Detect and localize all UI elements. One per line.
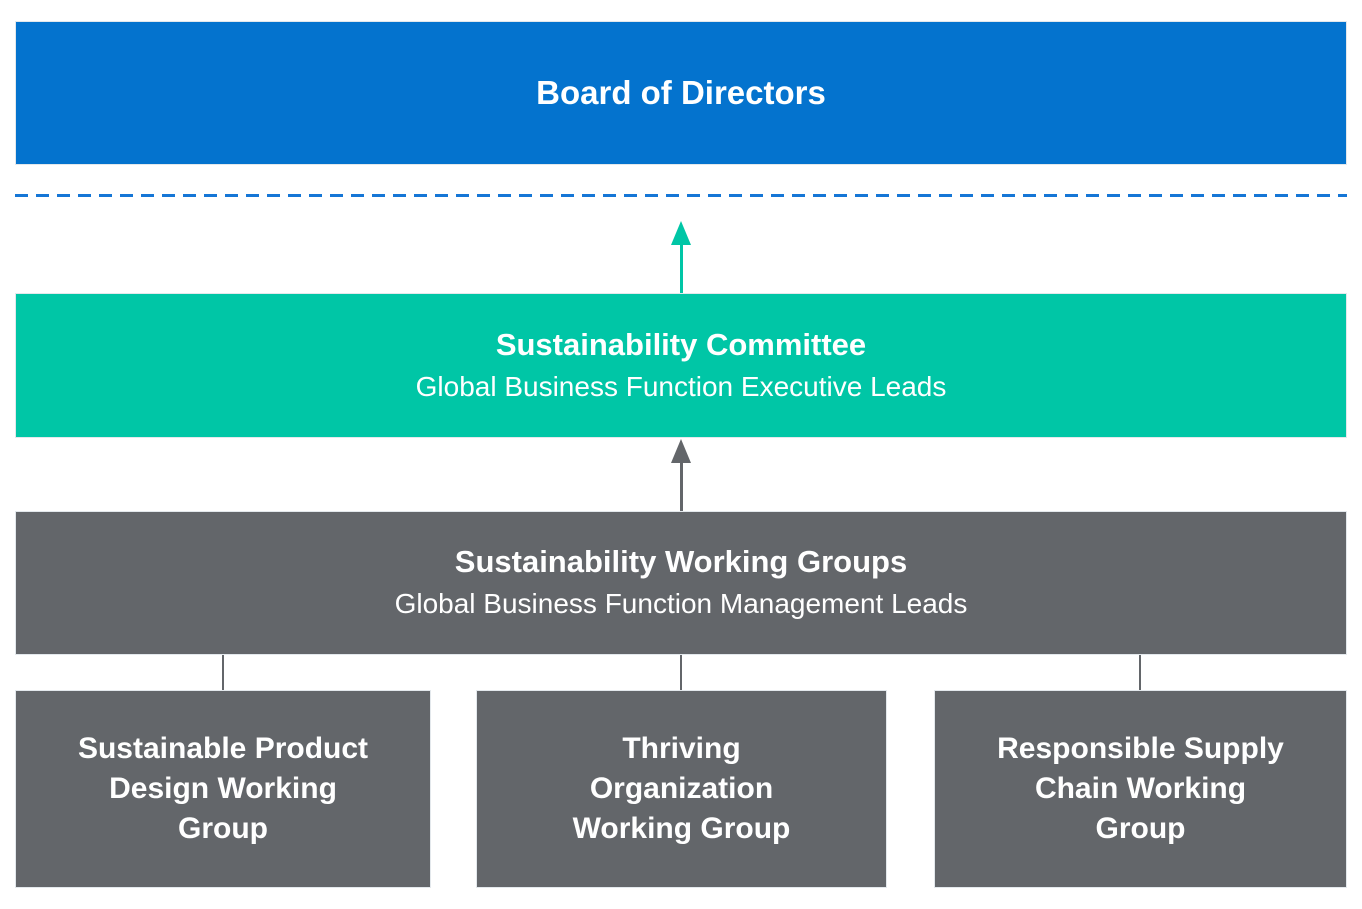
board-of-directors-title: Board of Directors — [536, 73, 826, 111]
thriving-organization-working-group-label: Thriving Organization Working Group — [572, 732, 791, 845]
working-groups-to-committee-arrow-head-icon — [671, 439, 691, 463]
sustainability-committee-title: Sustainability Committee — [495, 326, 867, 362]
board-separator-dashed-line — [15, 194, 1347, 197]
working-groups-to-committee-arrow-line — [680, 460, 683, 511]
sustainable-product-design-working-group-box: Sustainable Product Design Working Group — [15, 690, 431, 888]
sustainability-working-groups-subtitle: Global Business Function Management Lead… — [394, 588, 968, 619]
committee-to-board-arrow-line — [680, 242, 683, 293]
responsible-supply-chain-working-group-box: Responsible Supply Chain Working Group — [934, 690, 1347, 888]
responsible-supply-chain-working-group-label: Responsible Supply Chain Working Group — [997, 732, 1284, 845]
sustainability-working-groups-title: Sustainability Working Groups — [454, 544, 908, 579]
connector-line-product-design — [222, 655, 224, 690]
board-of-directors-box: Board of Directors — [15, 21, 1347, 165]
thriving-organization-working-group-box: Thriving Organization Working Group — [476, 690, 887, 888]
connector-line-supply-chain — [1139, 655, 1141, 690]
sustainable-product-design-working-group-label: Sustainable Product Design Working Group — [77, 732, 369, 845]
sustainability-committee-subtitle: Global Business Function Executive Leads — [415, 370, 947, 402]
sustainability-working-groups-box: Sustainability Working Groups Global Bus… — [15, 511, 1347, 655]
committee-to-board-arrow-head-icon — [671, 221, 691, 245]
sustainability-committee-box: Sustainability Committee Global Business… — [15, 293, 1347, 438]
connector-line-thriving-organization — [680, 655, 682, 690]
